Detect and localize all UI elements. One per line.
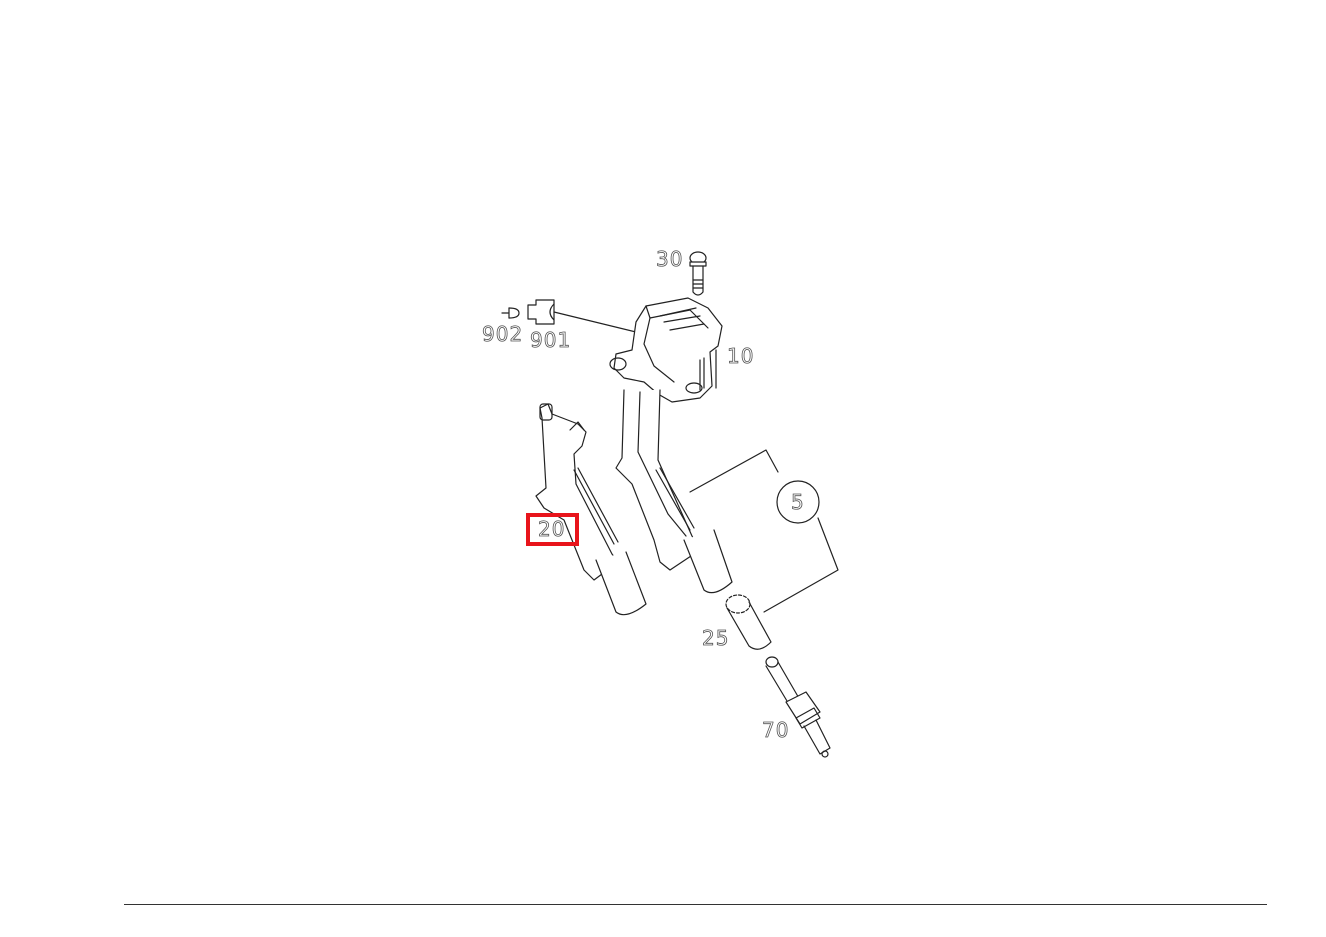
sleeve-part[interactable] [725, 594, 772, 650]
callout-20-highlight [526, 513, 579, 546]
callout-901[interactable]: 901 [530, 328, 572, 352]
footer-divider [124, 904, 1267, 905]
callout-5[interactable]: 5 [791, 490, 805, 514]
callout-10[interactable]: 10 [727, 344, 755, 368]
callout-20[interactable]: 20 [538, 517, 566, 541]
callout-70[interactable]: 70 [762, 718, 790, 742]
connector-housing-part[interactable] [527, 299, 637, 333]
callout-30[interactable]: 30 [656, 247, 684, 271]
ignition-coil-10-part[interactable] [609, 297, 733, 594]
group-bracket-lines [689, 449, 839, 613]
spark-plug-part[interactable] [765, 656, 831, 758]
callout-25[interactable]: 25 [702, 626, 730, 650]
callout-902[interactable]: 902 [482, 322, 524, 346]
bolt-part[interactable] [689, 251, 707, 296]
ignition-coil-20-part[interactable] [535, 403, 647, 616]
connector-plug-part[interactable] [501, 307, 520, 319]
